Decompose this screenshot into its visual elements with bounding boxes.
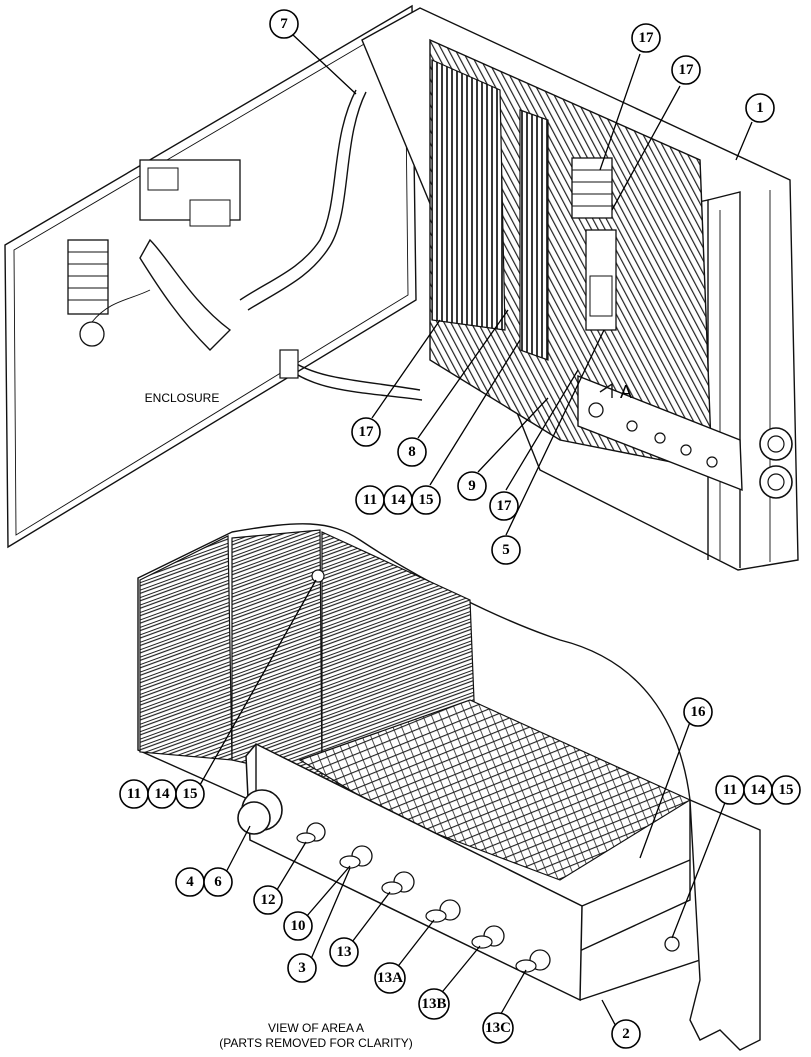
svg-text:15: 15 bbox=[183, 786, 198, 802]
callout-8: 8 bbox=[397, 437, 427, 467]
enclosure-label: ENCLOSURE bbox=[145, 391, 220, 405]
svg-text:8: 8 bbox=[408, 444, 416, 460]
callout-15: 15 bbox=[175, 779, 205, 809]
svg-text:17: 17 bbox=[679, 62, 695, 78]
callout-14: 14 bbox=[743, 775, 773, 805]
svg-text:17: 17 bbox=[497, 498, 513, 514]
svg-text:3: 3 bbox=[298, 960, 306, 976]
area-a-marker: A bbox=[620, 382, 632, 402]
callout-14: 14 bbox=[383, 485, 413, 515]
callout-2: 2 bbox=[611, 1019, 641, 1049]
svg-text:12: 12 bbox=[261, 892, 276, 908]
svg-text:10: 10 bbox=[291, 918, 306, 934]
bottom-leaders bbox=[195, 579, 727, 1035]
svg-text:9: 9 bbox=[468, 478, 476, 494]
svg-text:11: 11 bbox=[723, 782, 737, 798]
callout-1: 1 bbox=[745, 93, 775, 123]
svg-text:1: 1 bbox=[756, 100, 764, 116]
callout-10: 10 bbox=[283, 911, 313, 941]
toggle-switch bbox=[425, 899, 461, 923]
callout-7: 7 bbox=[269, 9, 299, 39]
callout-14: 14 bbox=[147, 779, 177, 809]
svg-text:7: 7 bbox=[280, 16, 288, 32]
svg-text:16: 16 bbox=[691, 704, 707, 720]
svg-text:17: 17 bbox=[359, 424, 375, 440]
view-caption-line1: VIEW OF AREA A bbox=[268, 1021, 364, 1035]
door-terminal-strip bbox=[67, 239, 109, 315]
svg-text:6: 6 bbox=[214, 874, 222, 890]
callout-12: 12 bbox=[253, 885, 283, 915]
top-leaders bbox=[291, 33, 753, 536]
enclosure-door bbox=[4, 4, 417, 549]
wire-harness bbox=[239, 89, 357, 301]
callout-5: 5 bbox=[491, 535, 521, 565]
svg-text:5: 5 bbox=[502, 542, 510, 558]
svg-text:4: 4 bbox=[186, 874, 194, 890]
svg-text:11: 11 bbox=[363, 492, 377, 508]
svg-text:14: 14 bbox=[751, 782, 767, 798]
callout-15: 15 bbox=[411, 485, 441, 515]
svg-text:14: 14 bbox=[155, 786, 171, 802]
svg-text:13B: 13B bbox=[421, 996, 446, 1012]
callout-13b: 13B bbox=[418, 988, 450, 1020]
area-a-detail: VIEW OF AREA A (PARTS REMOVED FOR CLARIT… bbox=[137, 523, 761, 1051]
callout-17: 17 bbox=[631, 23, 661, 53]
callout-11: 11 bbox=[355, 485, 385, 515]
view-caption-line2: (PARTS REMOVED FOR CLARITY) bbox=[219, 1036, 413, 1050]
toggle-switch bbox=[381, 871, 415, 895]
enclosure-assembly: A ENCLOSURE bbox=[4, 4, 799, 571]
callout-15: 15 bbox=[771, 775, 801, 805]
toggle-switch bbox=[471, 925, 505, 949]
svg-text:15: 15 bbox=[779, 782, 794, 798]
callout-13c: 13C bbox=[482, 1012, 514, 1044]
callout-17: 17 bbox=[351, 417, 381, 447]
callout-17: 17 bbox=[489, 491, 519, 521]
svg-text:17: 17 bbox=[639, 30, 655, 46]
callout-17: 17 bbox=[671, 55, 701, 85]
callout-4: 4 bbox=[175, 867, 205, 897]
svg-text:13: 13 bbox=[337, 944, 352, 960]
callout-13a: 13A bbox=[374, 962, 406, 994]
callout-13: 13 bbox=[329, 937, 359, 967]
svg-text:15: 15 bbox=[419, 492, 434, 508]
toggle-switch bbox=[339, 845, 373, 869]
side-bracket bbox=[689, 798, 761, 1051]
svg-text:14: 14 bbox=[391, 492, 407, 508]
svg-text:11: 11 bbox=[127, 786, 141, 802]
inner-baffle bbox=[431, 59, 506, 331]
callout-9: 9 bbox=[457, 471, 487, 501]
callout-11: 11 bbox=[119, 779, 149, 809]
svg-text:13C: 13C bbox=[485, 1020, 511, 1036]
callout-6: 6 bbox=[203, 867, 233, 897]
svg-text:13A: 13A bbox=[377, 970, 403, 986]
terminal-block bbox=[571, 157, 613, 219]
cable-tray bbox=[519, 109, 549, 361]
callout-3: 3 bbox=[287, 953, 317, 983]
callout-16: 16 bbox=[683, 697, 713, 727]
toggle-switch bbox=[515, 949, 551, 973]
callout-11: 11 bbox=[715, 775, 745, 805]
svg-text:2: 2 bbox=[622, 1026, 630, 1042]
